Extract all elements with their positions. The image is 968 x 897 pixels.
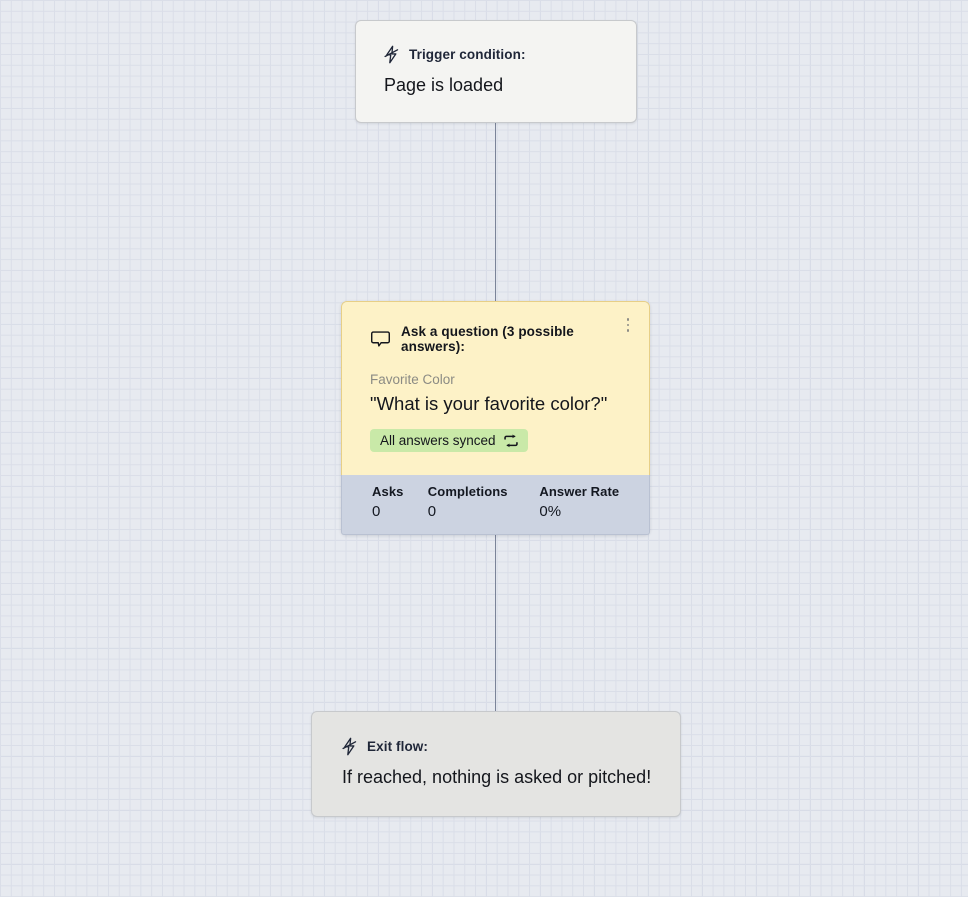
kebab-dot [626,329,630,332]
lightning-bolt-icon [342,737,357,756]
ask-question-node[interactable]: Ask a question (3 possible answers): Fav… [341,301,650,535]
kebab-dot [626,318,630,321]
speech-bubble-icon [371,330,390,347]
ask-question-node-body: Ask a question (3 possible answers): Fav… [342,302,649,476]
sync-status-badge-label: All answers synced [380,433,496,448]
trigger-node-header-label: Trigger condition: [409,47,526,62]
stat-asks-value: 0 [372,503,381,520]
question-name: Favorite Color [370,372,455,387]
stat-answer-rate: Answer Rate 0% [539,484,649,534]
kebab-dot [626,323,630,327]
stat-completions-value: 0 [427,503,437,520]
exit-node-header: Exit flow: [312,712,680,756]
exit-node-header-label: Exit flow: [367,739,428,754]
stat-asks-label: Asks [372,484,404,499]
stat-completions-label: Completions [427,484,508,499]
stat-completions: Completions 0 [428,484,540,534]
stat-answer-rate-value: 0% [539,503,562,520]
question-text: "What is your favorite color?" [370,393,608,414]
exit-node-body-text: If reached, nothing is asked or pitched! [342,767,652,787]
question-stats-bar: Asks 0 Completions 0 Answer Rate 0% [341,475,650,535]
connector-trigger-to-question [495,122,496,302]
exit-flow-node[interactable]: Exit flow: If reached, nothing is asked … [311,711,681,817]
trigger-condition-node[interactable]: Trigger condition: Page is loaded [355,20,637,123]
trigger-node-body-text: Page is loaded [384,75,504,95]
kebab-menu-icon[interactable] [620,315,636,335]
stat-asks: Asks 0 [372,484,428,534]
trigger-node-header: Trigger condition: [356,21,636,64]
ask-question-node-header: Ask a question (3 possible answers): [370,324,625,354]
sync-status-badge: All answers synced [370,429,528,452]
sync-arrows-icon [503,434,518,447]
connector-question-to-exit [495,534,496,714]
lightning-bolt-icon [384,45,399,64]
ask-question-node-header-label: Ask a question (3 possible answers): [401,324,574,354]
stat-answer-rate-label: Answer Rate [539,484,620,499]
